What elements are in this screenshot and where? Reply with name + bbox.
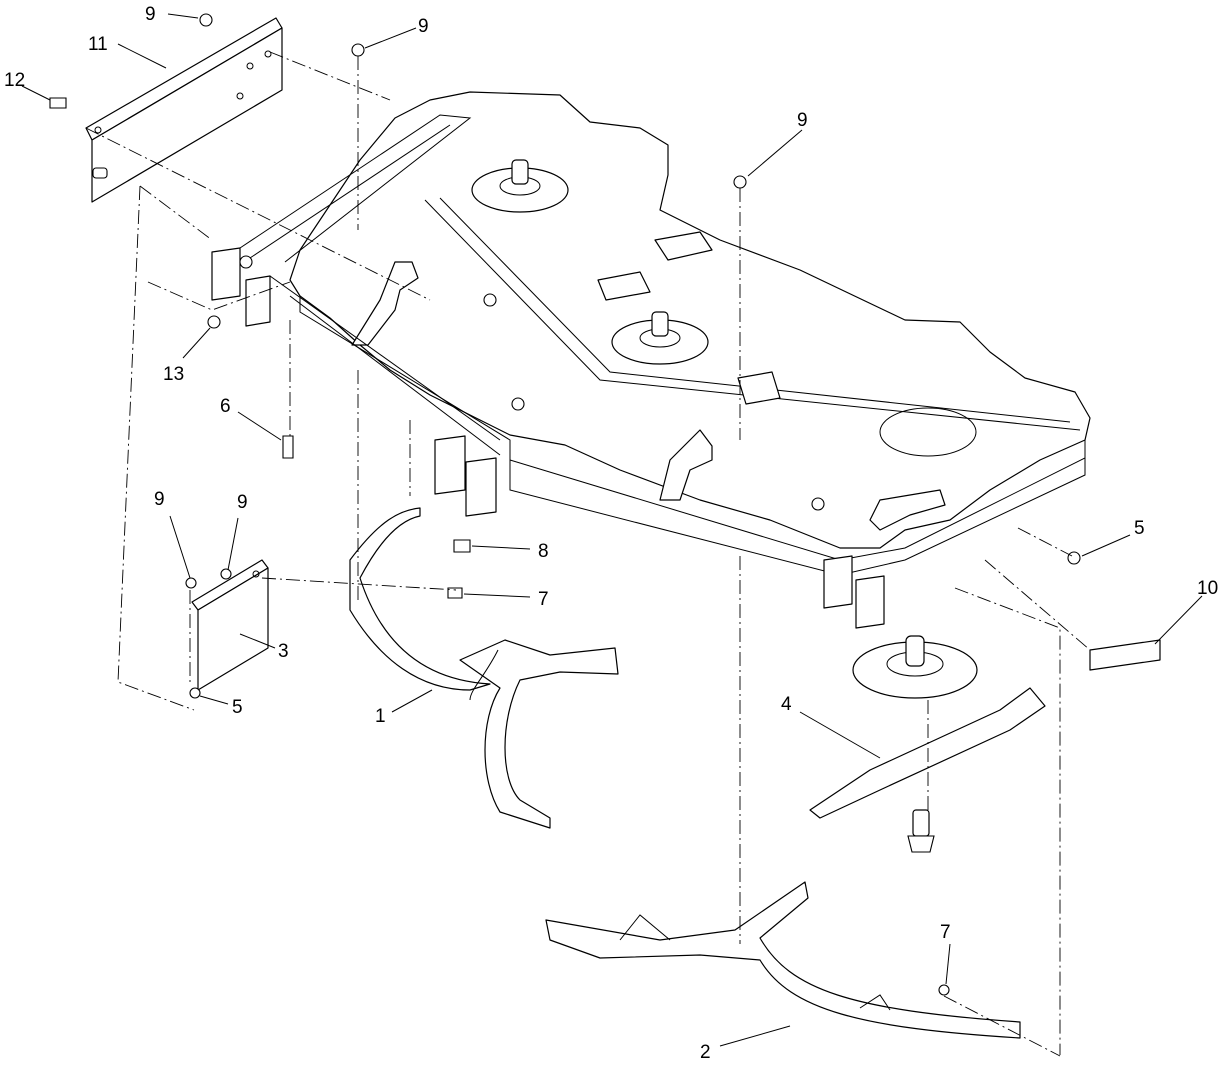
callout-4: 4 [781, 694, 792, 715]
callout-5: 5 [1134, 518, 1145, 539]
callout-labels: 9 11 12 9 9 13 6 9 9 3 5 8 7 1 5 10 4 7 … [4, 4, 1218, 1063]
callout-12: 12 [4, 70, 25, 91]
phantom-lines [85, 51, 1091, 1057]
callout-6: 6 [220, 396, 231, 417]
callout-8: 8 [538, 541, 549, 562]
callout-5: 5 [232, 697, 243, 718]
hardware [49, 13, 1081, 996]
callout-10: 10 [1197, 578, 1218, 599]
callout-11: 11 [88, 34, 108, 55]
baffle-part-2 [545, 881, 1021, 1039]
side-plate-part-3 [191, 559, 269, 691]
baffle-part-1 [349, 507, 619, 829]
callout-9: 9 [418, 16, 429, 37]
callout-9: 9 [237, 492, 248, 513]
callout-9: 9 [797, 110, 808, 131]
leader-lines [21, 13, 1203, 1047]
mower-deck [211, 91, 1091, 629]
callout-7: 7 [538, 589, 549, 610]
callout-1: 1 [375, 706, 386, 727]
callout-7: 7 [940, 922, 951, 943]
blade-part-4 [809, 635, 1046, 853]
callout-2: 2 [700, 1042, 711, 1063]
front-plate-part-11 [85, 17, 283, 203]
callout-13: 13 [163, 364, 184, 385]
callout-3: 3 [278, 641, 289, 662]
decal-part-10 [1089, 639, 1161, 671]
callout-9: 9 [145, 4, 156, 25]
callout-9: 9 [154, 489, 165, 510]
